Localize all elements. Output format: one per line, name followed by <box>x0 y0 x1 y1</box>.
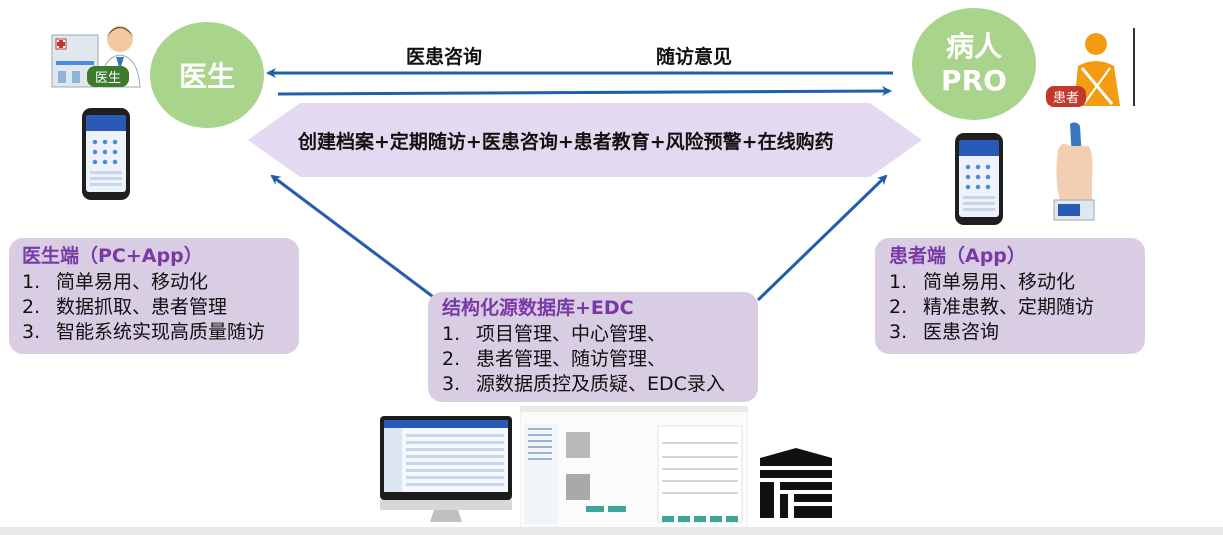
list-item: 1.简单易用、移动化 <box>22 271 209 293</box>
list-item: 3.源数据质控及质疑、EDC录入 <box>442 373 725 395</box>
patient-node-label-line2: PRO <box>941 64 1007 97</box>
patient-badge: 患者 <box>1046 86 1087 107</box>
doctor-box-title: 医生端（PC+App） <box>22 245 203 267</box>
patient-phone-icon <box>955 133 1003 225</box>
arrow-edc-to-patient <box>756 174 888 302</box>
doctor-node-label: 医生 <box>178 60 235 93</box>
doctor-phone-icon <box>82 108 130 200</box>
scanner-icon <box>756 444 836 522</box>
arrow-doctor-to-patient <box>277 86 892 97</box>
consult-label: 医患咨询 <box>406 46 483 68</box>
desktop-monitor-icon <box>378 414 514 526</box>
edc-box-title: 结构化源数据库+EDC <box>442 297 634 319</box>
service-banner-text: 创建档案+定期随访+医患咨询+患者教育+风险预警+在线购药 <box>298 131 834 153</box>
doctor-badge: 医生 <box>87 66 130 87</box>
list-item: 1.项目管理、中心管理、 <box>442 323 667 345</box>
patient-box-title: 患者端（App） <box>889 245 1026 267</box>
patient-side-box: 患者端（App） 1.简单易用、移动化 2.精准患教、定期随访 3.医患咨询 <box>875 238 1145 354</box>
doctor-side-box: 医生端（PC+App） 1.简单易用、移动化 2.数据抓取、患者管理 3.智能系… <box>9 238 299 354</box>
edc-box: 结构化源数据库+EDC 1.项目管理、中心管理、 2.患者管理、随访管理、 3.… <box>428 292 758 402</box>
pulse-oximeter-icon <box>1048 120 1098 222</box>
list-item: 2.患者管理、随访管理、 <box>442 348 667 370</box>
slide-bottom-edge <box>0 527 1223 535</box>
list-item: 3.智能系统实现高质量随访 <box>22 321 266 343</box>
arrow-edc-to-doctor <box>270 174 449 310</box>
list-item: 2.精准患教、定期随访 <box>889 296 1095 318</box>
patient-node-label-line1: 病人 <box>945 30 1002 63</box>
list-item: 1.简单易用、移动化 <box>889 271 1076 293</box>
edc-documents-icon <box>519 405 749 529</box>
service-banner-shape <box>248 103 922 177</box>
list-item: 2.数据抓取、患者管理 <box>22 296 228 318</box>
patient-node: 病人 PRO <box>912 8 1036 120</box>
list-item: 3.医患咨询 <box>889 321 1000 343</box>
doctor-node: 医生 <box>150 22 264 128</box>
followup-opinion-label: 随访意见 <box>656 46 733 68</box>
